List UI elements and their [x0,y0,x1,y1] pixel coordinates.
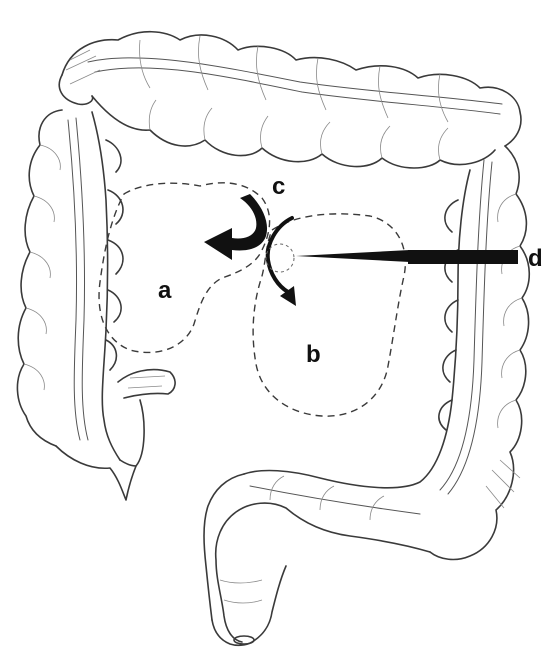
pointer-needle [296,250,518,264]
rotation-arrow-bold [204,194,267,260]
pivot-circle [266,244,294,272]
label-d: d [528,245,543,272]
label-c: c [272,173,285,200]
label-a: a [158,277,172,304]
rotation-arrow-thin [268,218,296,306]
region-a-outline [99,183,270,353]
colon-outline [17,32,529,646]
label-b: b [306,341,321,368]
